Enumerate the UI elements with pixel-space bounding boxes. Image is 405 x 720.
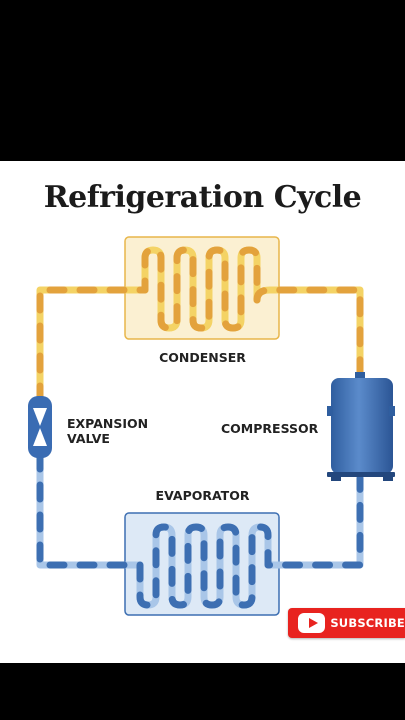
compressor-icon (327, 372, 395, 481)
expansion-label-line2: VALVE (67, 431, 110, 446)
youtube-play-icon (298, 613, 326, 633)
expansion-valve-icon (28, 396, 52, 458)
evaporator-label: EVAPORATOR (155, 488, 250, 503)
subscribe-label: SUBSCRIBE (330, 616, 405, 630)
condenser-label: CONDENSER (159, 350, 246, 365)
cold-pipe (36, 451, 364, 609)
subscribe-button[interactable]: SUBSCRIBE (288, 608, 405, 638)
expansion-label-line1: EXPANSION (67, 416, 149, 431)
compressor-label: COMPRESSOR (221, 421, 319, 436)
hot-pipe (36, 246, 364, 404)
expansion-valve-label: EXPANSION VALVE (67, 416, 148, 446)
page-title: Refrigeration Cycle (43, 180, 362, 215)
